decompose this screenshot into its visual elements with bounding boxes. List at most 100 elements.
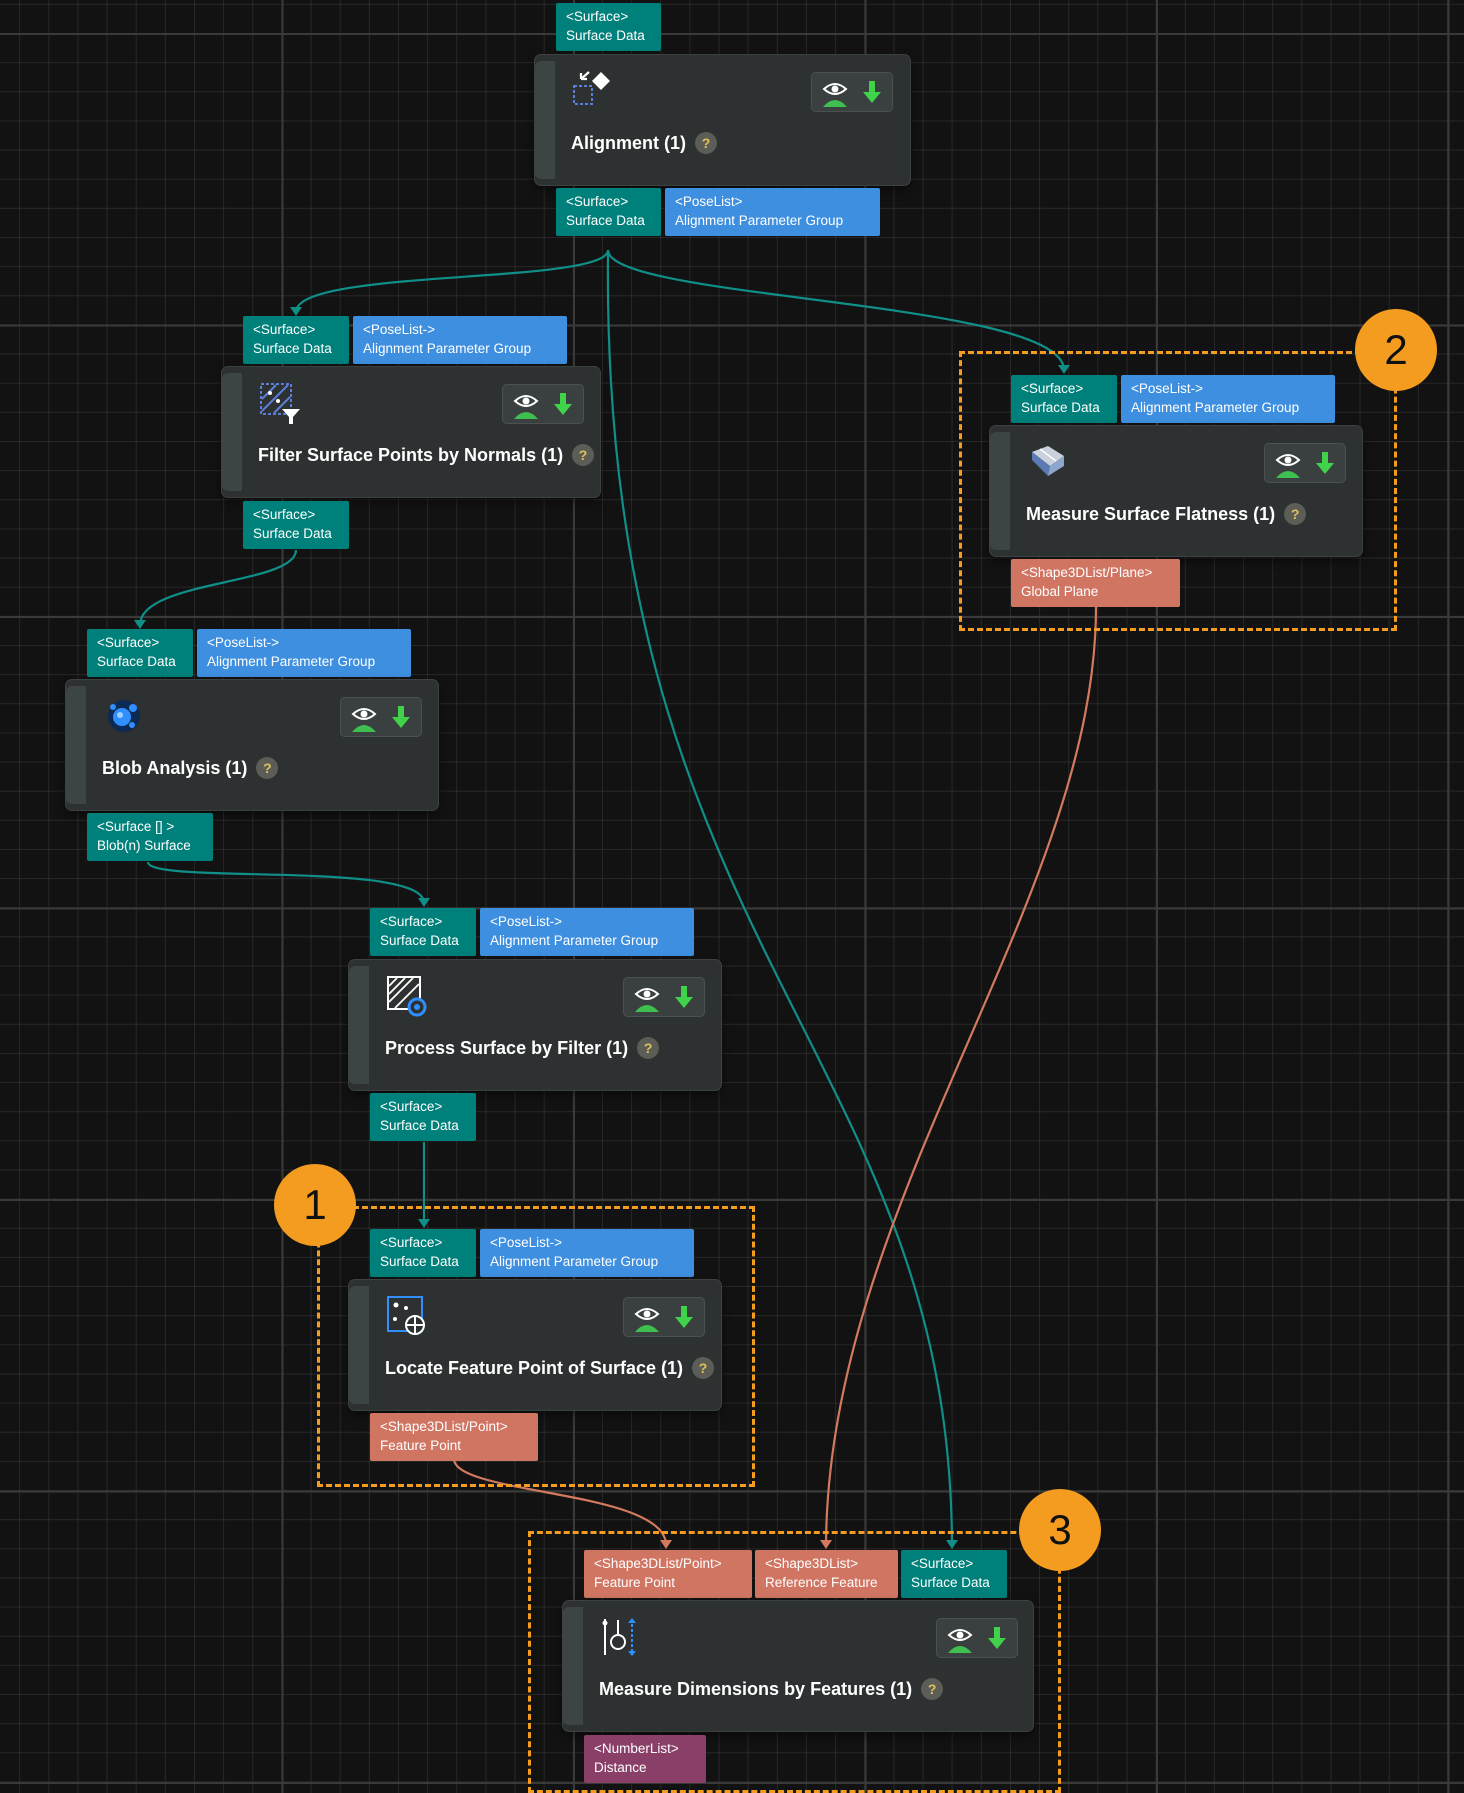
port-name: Global Plane xyxy=(1021,584,1099,599)
eye-visibility-icon[interactable] xyxy=(945,1624,975,1654)
process-output-surface-port[interactable]: <Surface> Surface Data xyxy=(370,1093,476,1141)
port-type: <Surface> xyxy=(1021,381,1084,396)
port-name: Surface Data xyxy=(566,213,645,228)
help-icon[interactable]: ? xyxy=(637,1037,660,1059)
locate-output-point-port[interactable]: <Shape3DList/Point> Feature Point xyxy=(370,1413,538,1461)
eye-visibility-icon[interactable] xyxy=(820,78,850,108)
eye-visibility-icon[interactable] xyxy=(1273,449,1303,479)
help-icon[interactable]: ? xyxy=(692,1357,715,1379)
callout-badge-2: 2 xyxy=(1355,309,1437,391)
dimensions-input-point-port[interactable]: <Shape3DList/Point> Feature Point xyxy=(584,1550,752,1598)
surface-filter-icon xyxy=(387,976,427,1017)
alignment-input-surface-port[interactable]: <Surface> Surface Data xyxy=(556,3,661,51)
arrowhead xyxy=(290,307,302,316)
port-type: <Shape3DList/Point> xyxy=(594,1556,722,1571)
node-toolbar xyxy=(1264,443,1346,483)
highlight-frame-2 xyxy=(959,351,1397,631)
eye-visibility-icon[interactable] xyxy=(349,703,379,733)
download-arrow-icon[interactable] xyxy=(1314,450,1336,478)
blob-output-surface-port[interactable]: <Surface [] > Blob(n) Surface xyxy=(87,813,213,861)
port-name: Surface Data xyxy=(253,341,332,356)
locate-input-surface-port[interactable]: <Surface> Surface Data xyxy=(370,1229,476,1277)
eye-visibility-icon[interactable] xyxy=(632,983,662,1013)
measure-dimensions-node[interactable]: Measure Dimensions by Features (1) ? xyxy=(563,1601,1033,1731)
help-icon[interactable]: ? xyxy=(695,132,717,154)
help-icon[interactable]: ? xyxy=(572,444,595,466)
port-name: Blob(n) Surface xyxy=(97,838,191,853)
filter-surface-points-node[interactable]: Filter Surface Points by Normals (1) ? xyxy=(222,367,600,497)
filter-output-surface-port[interactable]: <Surface> Surface Data xyxy=(243,501,349,549)
port-type: <PoseList-> xyxy=(490,1235,563,1250)
callout-badge-1: 1 xyxy=(274,1164,356,1246)
dimensions-output-number-port[interactable]: <NumberList> Distance xyxy=(584,1735,706,1783)
filter-input-pose-port[interactable]: <PoseList-> Alignment Parameter Group xyxy=(353,316,567,364)
dimensions-input-surface-port[interactable]: <Surface> Surface Data xyxy=(901,1550,1007,1598)
node-title: Filter Surface Points by Normals (1) ? xyxy=(258,444,595,466)
download-arrow-icon[interactable] xyxy=(390,704,412,732)
port-type: <Surface> xyxy=(566,194,629,209)
blob-input-surface-port[interactable]: <Surface> Surface Data xyxy=(87,629,193,677)
port-type: <Surface> xyxy=(253,507,316,522)
alignment-output-pose-port[interactable]: <PoseList> Alignment Parameter Group xyxy=(665,188,880,236)
download-arrow-icon[interactable] xyxy=(986,1625,1008,1653)
alignment-title: Alignment (1) xyxy=(571,132,686,153)
flatness-output-plane-port[interactable]: <Shape3DList/Plane> Global Plane xyxy=(1011,559,1180,607)
port-name: Feature Point xyxy=(594,1575,676,1590)
flatness-input-surface-port[interactable]: <Surface> Surface Data xyxy=(1011,375,1117,423)
measure-surface-flatness-node[interactable]: Measure Surface Flatness (1) ? xyxy=(990,426,1362,556)
node-toolbar xyxy=(623,977,705,1017)
help-icon[interactable]: ? xyxy=(256,757,279,779)
port-name: Surface Data xyxy=(566,28,645,43)
port-type: <Shape3DList/Point> xyxy=(380,1419,508,1434)
port-name: Alignment Parameter Group xyxy=(490,933,659,948)
port-name: Surface Data xyxy=(97,654,176,669)
node-title: Locate Feature Point of Surface (1) ? xyxy=(385,1357,715,1379)
node-title: Process Surface by Filter (1) ? xyxy=(385,1037,660,1059)
filter-normals-icon xyxy=(260,383,300,424)
locate-feature-point-node[interactable]: Locate Feature Point of Surface (1) ? xyxy=(349,1280,721,1410)
download-arrow-icon[interactable] xyxy=(552,391,574,419)
port-name: Surface Data xyxy=(380,1254,459,1269)
process-surface-filter-node[interactable]: Process Surface by Filter (1) ? xyxy=(349,960,721,1090)
node-toolbar xyxy=(340,697,422,737)
flatness-input-pose-port[interactable]: <PoseList-> Alignment Parameter Group xyxy=(1121,375,1335,423)
dimensions-icon xyxy=(602,1618,636,1656)
process-input-surface-port[interactable]: <Surface> Surface Data xyxy=(370,908,476,956)
download-arrow-icon[interactable] xyxy=(673,1304,695,1332)
eye-visibility-icon[interactable] xyxy=(511,390,541,420)
port-type: <Surface> xyxy=(380,1235,443,1250)
locate-input-pose-port[interactable]: <PoseList-> Alignment Parameter Group xyxy=(480,1229,694,1277)
port-type: <Surface> xyxy=(253,322,316,337)
filter-input-surface-port[interactable]: <Surface> Surface Data xyxy=(243,316,349,364)
port-type: <NumberList> xyxy=(594,1741,679,1756)
alignment-icon xyxy=(573,71,610,105)
port-name: Alignment Parameter Group xyxy=(207,654,376,669)
node-toolbar xyxy=(502,384,584,424)
alignment-output-surface-port[interactable]: <Surface> Surface Data xyxy=(556,188,661,236)
help-icon[interactable]: ? xyxy=(921,1678,944,1700)
flatness-title: Measure Surface Flatness (1) xyxy=(1026,503,1276,524)
alignment-step-node[interactable]: Alignment (1) ? xyxy=(535,55,910,185)
download-arrow-icon[interactable] xyxy=(673,984,695,1012)
blob-input-pose-port[interactable]: <PoseList-> Alignment Parameter Group xyxy=(197,629,411,677)
filter-title: Filter Surface Points by Normals (1) xyxy=(258,444,564,465)
port-type: <PoseList-> xyxy=(1131,381,1204,396)
port-type: <Surface> xyxy=(380,1099,443,1114)
process-input-pose-port[interactable]: <PoseList-> Alignment Parameter Group xyxy=(480,908,694,956)
wire-filter-to-blob xyxy=(138,549,298,626)
feature-point-icon xyxy=(387,1296,425,1335)
port-type: <Surface> xyxy=(97,635,160,650)
port-name: Surface Data xyxy=(253,526,332,541)
help-icon[interactable]: ? xyxy=(1284,503,1307,525)
blob-analysis-node[interactable]: Blob Analysis (1) ? xyxy=(66,680,438,810)
node-toolbar xyxy=(936,1618,1018,1658)
port-name: Alignment Parameter Group xyxy=(1131,400,1300,415)
dimensions-input-reference-port[interactable]: <Shape3DList> Reference Feature xyxy=(755,1550,898,1598)
port-name: Reference Feature xyxy=(765,1575,878,1590)
dimensions-title: Measure Dimensions by Features (1) xyxy=(599,1678,913,1699)
node-toolbar xyxy=(623,1297,705,1337)
node-title: Alignment (1) ? xyxy=(571,132,717,154)
download-arrow-icon[interactable] xyxy=(861,79,883,107)
eye-visibility-icon[interactable] xyxy=(632,1303,662,1333)
port-name: Feature Point xyxy=(380,1438,462,1453)
